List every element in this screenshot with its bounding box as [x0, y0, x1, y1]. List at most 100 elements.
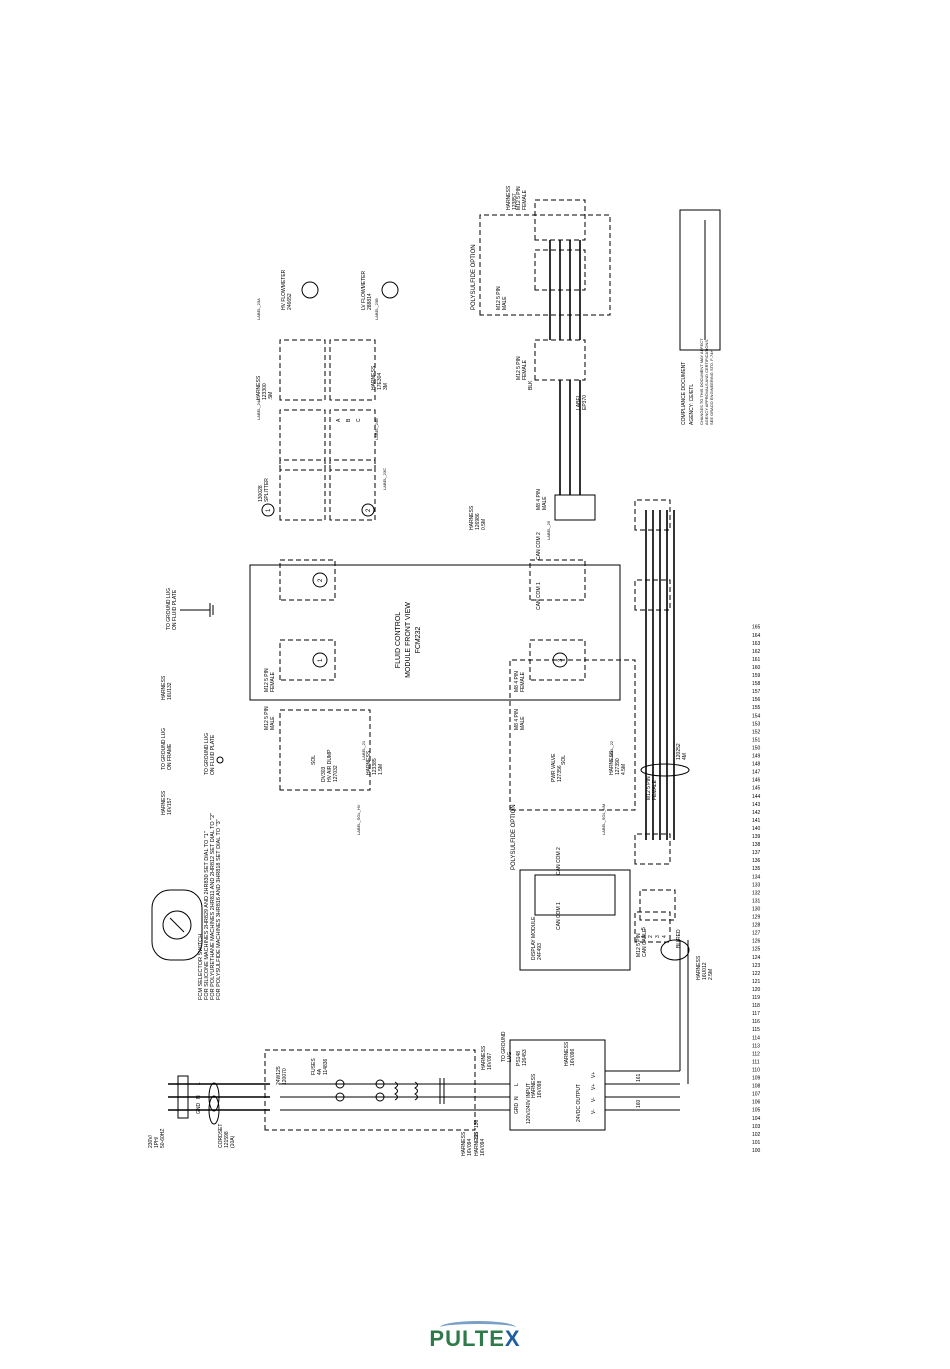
harness-a-label-2: 16V097: [487, 1053, 493, 1070]
row-number: 148: [752, 762, 761, 768]
row-number: 141: [752, 818, 761, 824]
wire-136: 136: [474, 1119, 480, 1128]
row-number: 113: [752, 1043, 760, 1049]
sol2-sol: SOL: [561, 755, 567, 765]
fcm-can2: CAN COM 2: [536, 532, 542, 560]
flow-pin-c: C: [356, 418, 362, 422]
fuses-label-3: 114836: [323, 1058, 329, 1075]
sol1-conn-2: MALE: [270, 716, 276, 730]
fcm-m8-f-1: M8 4 PIN: [514, 671, 520, 692]
row-number: 147: [752, 770, 761, 776]
sol2-harness-1: HARNESS: [609, 750, 615, 775]
ps-in-pin-l: L: [514, 1083, 520, 1086]
compliance-section: COMPLIANCE DOCUMENT AGENCY: CE/ETL CHANG…: [679, 209, 721, 425]
row-number: 111: [752, 1059, 760, 1065]
flow-label-a: LABEL_23A: [256, 298, 261, 320]
harness-e-label-1: HARNESS: [564, 1041, 570, 1066]
row-number: 164: [752, 633, 761, 639]
wire-135: 135: [474, 1131, 480, 1140]
fcm-dial-1: 1: [318, 658, 324, 662]
supply-label-2: 1PH/: [154, 1136, 160, 1148]
row-number: 125: [752, 947, 761, 953]
row-number: 152: [752, 729, 761, 735]
fcm-m12-f-2: FEMALE: [270, 671, 276, 692]
ps-label-1: PS148: [516, 1051, 522, 1066]
row-number: 126: [752, 939, 761, 945]
compliance-note-2: AGENCY APPROVALS AND CERTIFICATIONS.: [704, 339, 709, 425]
hv-air-dump-section: M12 5 PIN MALE LABEL_21 HARNESS 123385 1…: [264, 706, 384, 835]
flow-harness1-1: HARNESS: [256, 375, 262, 400]
display-title-1: DISPLAY MODULE: [531, 916, 537, 960]
row-number: 104: [752, 1116, 761, 1122]
sol1-sol: SOL: [311, 755, 317, 765]
poly-option: POLYSULFIDE OPTION: [471, 244, 477, 310]
poly-label-2-a: LABEL: [576, 394, 582, 410]
fcm-can1: CAN COM 1: [536, 582, 542, 610]
row-number: 157: [752, 689, 761, 695]
ground-fluid-plate-1: TO GROUND LUG: [166, 588, 172, 630]
row-number: 127: [752, 931, 761, 937]
can-link-conn-2: FEMALE: [652, 779, 658, 800]
display-pin-1: 1: [641, 935, 647, 938]
ground-harness-2-b: 16V157: [167, 798, 173, 815]
can-color-red: RED: [676, 929, 682, 940]
ground-fluid-plate2-2: ON FLUID PLATE: [210, 734, 216, 775]
row-number: 120: [752, 987, 761, 993]
flow-split-2: SPLITTER: [264, 478, 270, 502]
row-number: 130: [752, 907, 761, 913]
row-number: 149: [752, 754, 761, 760]
poly-m12m-2: MALE: [502, 296, 508, 310]
sol1-conn-1: M12 5 PIN: [264, 706, 270, 730]
sol2-conn-2: MALE: [520, 716, 526, 730]
fcm-box: [249, 564, 621, 701]
harness-b-label-1: HARNESS: [531, 1073, 537, 1098]
ps-in-pin-grd: GRD: [514, 1103, 520, 1115]
row-number: 117: [752, 1011, 760, 1017]
can-harness-3: 2.5M: [708, 969, 714, 980]
display-pin-4: 4: [662, 935, 668, 938]
ps-label-2: 126453: [522, 1049, 528, 1066]
row-number: 155: [752, 705, 761, 711]
row-number: 162: [752, 649, 761, 655]
flow-label-d: LABEL_24B: [374, 418, 379, 440]
row-number: 161: [752, 657, 761, 663]
cordset-label-2: 121598: [224, 1131, 230, 1148]
can-link-harness-1: 120252: [676, 743, 682, 760]
display-pin-5: 5: [641, 927, 647, 930]
row-number: 150: [752, 746, 761, 752]
row-number: 129: [752, 915, 761, 921]
row-number: 146: [752, 778, 761, 784]
row-number: 159: [752, 673, 761, 679]
sol1-label: LABEL_21: [361, 740, 366, 760]
row-number: 151: [752, 737, 761, 743]
row-number: 145: [752, 786, 761, 792]
ps-out-pin-3: V+: [591, 1084, 597, 1090]
row-number: 122: [752, 971, 761, 977]
sol2-valve-1: PWR VALVE: [551, 753, 557, 782]
compliance-note-3: SEE GRACO ENGINEERING STD. F-74H: [709, 350, 714, 425]
supply-label-3: 50-60HZ: [160, 1129, 166, 1148]
hv-flowmeter-2: 246652: [287, 293, 293, 310]
wiring-schematic: 1001011021031041051061071081091101111121…: [148, 185, 761, 1156]
row-number: 115: [752, 1027, 760, 1033]
ps-in-pin-n: N: [514, 1096, 520, 1100]
row-number: 121: [752, 979, 761, 985]
sol2-valve-2: 127356: [557, 765, 563, 782]
wire-161: 161: [636, 1073, 642, 1082]
sol1-valve-2: HV AIR DUMP: [327, 749, 333, 782]
polysulfide-option-section: POLYSULFIDE OPTION HARNESS 126986 0.5M H…: [469, 185, 611, 540]
inlet-label-2: 120070: [282, 1068, 288, 1085]
supply-label-1: 230V/: [148, 1134, 154, 1148]
display-can2: CAN COM 2: [556, 847, 562, 875]
ground-frame-1: TO GROUND LUG: [161, 728, 167, 770]
poly-harness2-2: 123857: [512, 193, 518, 210]
poly-label-1: LABEL_25: [546, 520, 551, 540]
flowmeter-section: 1 2 130028 SPLITTER HARNESS 123300 .5M H…: [256, 269, 399, 521]
flow-harness2-2: 17E304: [377, 373, 383, 390]
poly-m12f2-1: M12 5 PIN: [516, 186, 522, 210]
row-number: 109: [752, 1076, 761, 1082]
flow-label-b: LABEL_23B: [374, 298, 379, 320]
display-pin-3: 3: [655, 935, 661, 938]
switch-line-3: FOR POLYSULFIDE MACHINES 3HR816 AND 3HR8…: [216, 819, 222, 1000]
